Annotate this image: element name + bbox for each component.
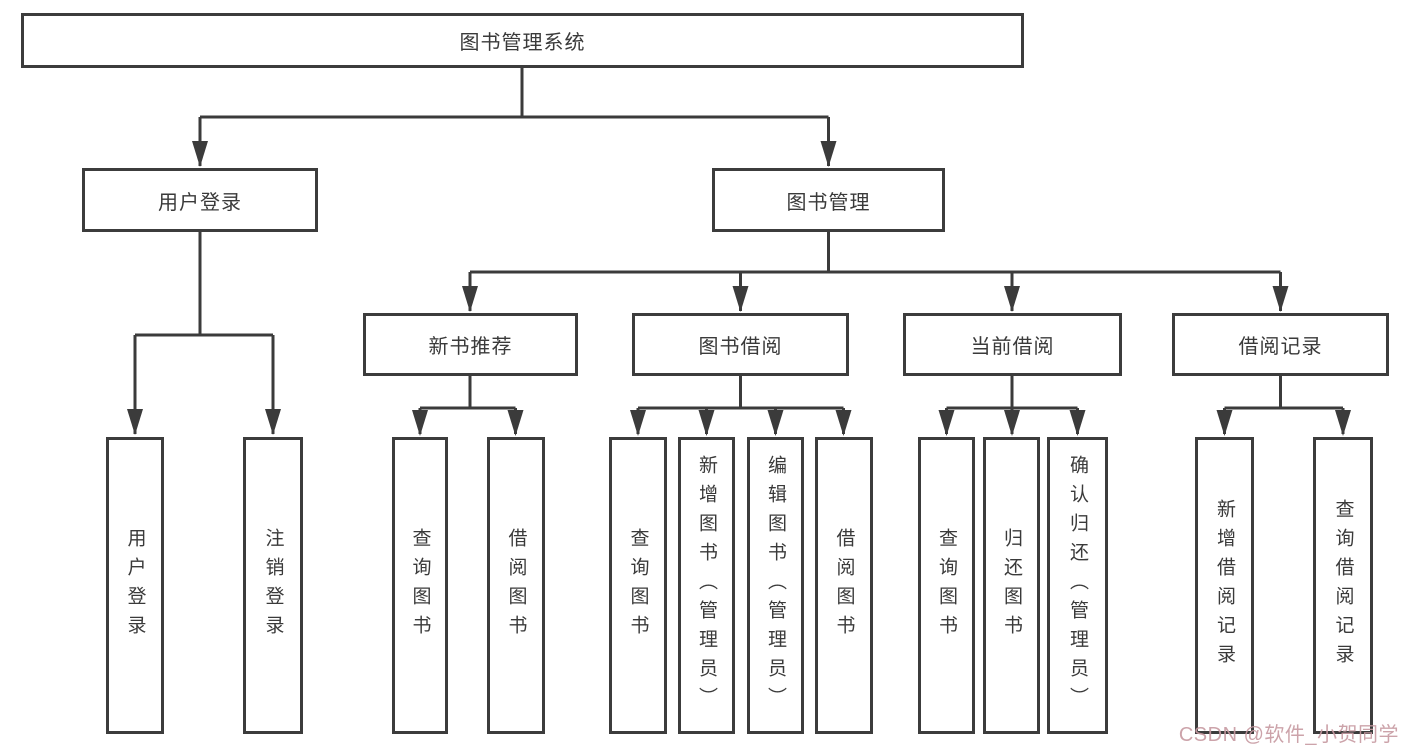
arrowhead-icon: [1069, 410, 1086, 436]
leaf-query-borrow-record: 查询借阅记录: [1313, 437, 1373, 734]
arrowhead-icon: [1272, 286, 1289, 312]
arrowhead-icon: [820, 141, 837, 167]
leaf-add-borrow-record: 新增借阅记录: [1195, 437, 1254, 734]
leaf-borrow-books: 借阅图书: [815, 437, 873, 734]
arrowhead-icon: [507, 410, 524, 436]
leaf-logout: 注销登录: [243, 437, 303, 734]
node-borrow-records: 借阅记录: [1172, 313, 1389, 376]
leaf-return-books: 归还图书: [983, 437, 1040, 734]
watermark: CSDN @软件_小贺同学: [1178, 724, 1399, 746]
leaf-add-books-admin: 新增图书（管理员）: [678, 437, 735, 734]
node-current-borrow: 当前借阅: [903, 313, 1122, 376]
arrowhead-icon: [732, 286, 749, 312]
connector-paths: [133, 68, 1345, 434]
arrowhead-icon: [1004, 286, 1020, 312]
leaf-edit-books-admin: 编辑图书（管理员）: [747, 437, 804, 734]
arrowhead-icon: [767, 410, 784, 436]
leaf-recommend-borrow-books: 借阅图书: [487, 437, 545, 734]
node-user-login: 用户登录: [82, 168, 318, 232]
arrowhead-icon: [462, 286, 478, 312]
arrowhead-icon: [938, 410, 955, 436]
arrowhead-icon: [192, 141, 208, 167]
node-book-borrow: 图书借阅: [632, 313, 849, 376]
arrowhead-icon: [835, 410, 852, 436]
arrowhead-icon: [630, 410, 646, 436]
leaf-user-login: 用户登录: [106, 437, 164, 734]
leaf-current-query-books: 查询图书: [918, 437, 975, 734]
arrowhead-icon: [1004, 410, 1020, 436]
arrowhead-icon: [265, 409, 281, 435]
arrowhead-icon: [127, 409, 143, 435]
leaf-recommend-query-books: 查询图书: [392, 437, 448, 734]
leaf-confirm-return-admin: 确认归还（管理员）: [1047, 437, 1108, 734]
node-new-book-recommend: 新书推荐: [363, 313, 578, 376]
leaf-borrow-query-books: 查询图书: [609, 437, 667, 734]
node-book-management: 图书管理: [712, 168, 945, 232]
arrowhead-icon: [1335, 410, 1351, 436]
arrowhead-icon: [698, 410, 715, 436]
arrowhead-icon: [1216, 410, 1233, 436]
node-library-management-system: 图书管理系统: [21, 13, 1024, 68]
arrowhead-icon: [412, 410, 428, 436]
